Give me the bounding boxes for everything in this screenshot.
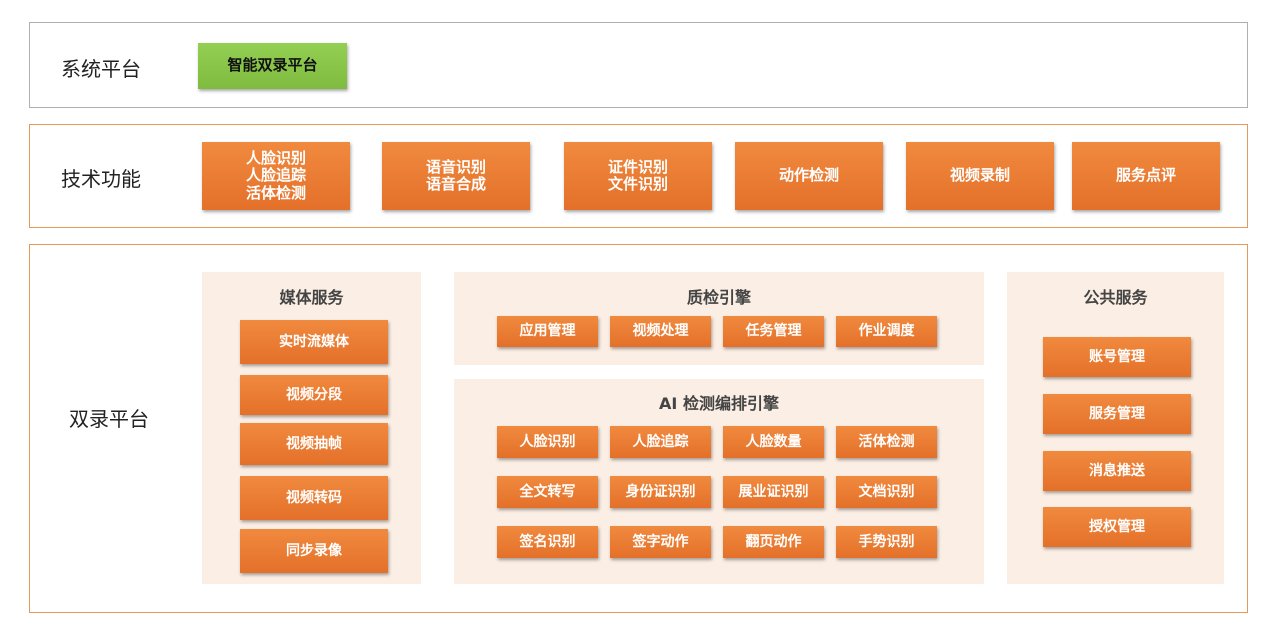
ai-item[interactable]: 人脸识别 [497, 426, 598, 458]
quality-engine-panel: 质检引擎 应用管理 视频处理 任务管理 作业调度 [454, 272, 984, 365]
media-service-panel: 媒体服务 实时流媒体 视频分段 视频抽帧 视频转码 同步录像 [202, 272, 421, 584]
media-item[interactable]: 视频抽帧 [240, 423, 388, 465]
tech-function-row [29, 124, 1248, 228]
ai-item[interactable]: 人脸追踪 [610, 426, 711, 458]
media-item[interactable]: 实时流媒体 [240, 320, 388, 364]
system-platform-row [29, 22, 1248, 108]
dual-record-row [29, 244, 1248, 613]
tech-service-review-button[interactable]: 服务点评 [1072, 142, 1220, 210]
public-item[interactable]: 账号管理 [1043, 337, 1191, 377]
public-item[interactable]: 服务管理 [1043, 394, 1191, 434]
tech-face-button[interactable]: 人脸识别 人脸追踪 活体检测 [202, 142, 350, 210]
media-item[interactable]: 视频分段 [240, 375, 388, 415]
quality-item[interactable]: 任务管理 [723, 316, 824, 347]
tech-action-button[interactable]: 动作检测 [735, 142, 883, 210]
tech-document-button[interactable]: 证件识别 文件识别 [564, 142, 712, 210]
public-item[interactable]: 消息推送 [1043, 451, 1191, 491]
smart-dual-record-platform-button[interactable]: 智能双录平台 [198, 43, 347, 89]
dual-record-label: 双录平台 [69, 407, 149, 431]
ai-item[interactable]: 手势识别 [836, 526, 937, 558]
ai-item[interactable]: 翻页动作 [723, 526, 824, 558]
ai-item[interactable]: 签字动作 [610, 526, 711, 558]
quality-item[interactable]: 作业调度 [836, 316, 937, 347]
ai-item[interactable]: 展业证识别 [723, 476, 824, 508]
ai-engine-panel: AI 检测编排引擎 人脸识别 人脸追踪 人脸数量 活体检测 全文转写 身份证识别… [454, 379, 984, 584]
quality-item[interactable]: 应用管理 [497, 316, 598, 347]
quality-item[interactable]: 视频处理 [610, 316, 711, 347]
tech-video-record-button[interactable]: 视频录制 [906, 142, 1054, 210]
system-platform-label: 系统平台 [61, 57, 141, 81]
ai-item[interactable]: 签名识别 [497, 526, 598, 558]
ai-engine-title: AI 检测编排引擎 [659, 394, 779, 413]
tech-function-label: 技术功能 [61, 167, 141, 191]
media-item[interactable]: 同步录像 [240, 529, 388, 573]
public-item[interactable]: 授权管理 [1043, 507, 1191, 547]
public-service-title: 公共服务 [1083, 288, 1148, 307]
ai-item[interactable]: 人脸数量 [723, 426, 824, 458]
ai-item[interactable]: 活体检测 [836, 426, 937, 458]
media-item[interactable]: 视频转码 [240, 476, 388, 520]
quality-engine-title: 质检引擎 [686, 288, 751, 307]
public-service-panel: 公共服务 账号管理 服务管理 消息推送 授权管理 [1007, 272, 1224, 584]
tech-speech-button[interactable]: 语音识别 语音合成 [382, 142, 530, 210]
media-service-title: 媒体服务 [279, 288, 344, 307]
ai-item[interactable]: 文档识别 [836, 476, 937, 508]
ai-item[interactable]: 全文转写 [497, 476, 598, 508]
ai-item[interactable]: 身份证识别 [610, 476, 711, 508]
